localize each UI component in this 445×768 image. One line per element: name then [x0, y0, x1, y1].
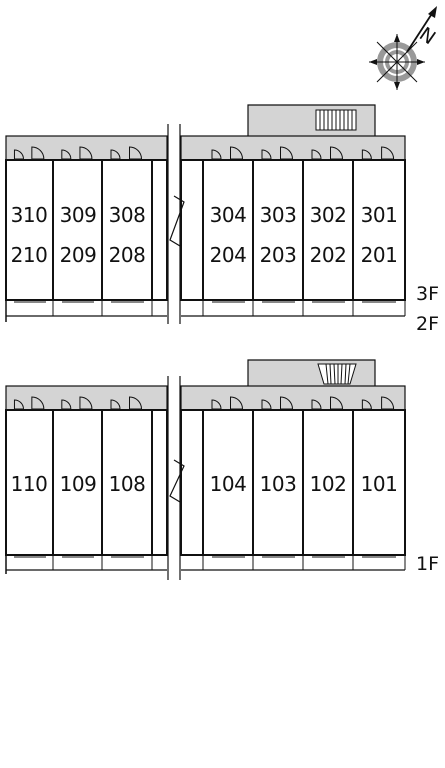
unit-label: 304	[210, 203, 247, 227]
door-icon	[381, 396, 395, 410]
door-icon	[381, 146, 395, 160]
unit-label: 108	[109, 472, 146, 496]
upper-floor-block	[5, 104, 406, 322]
floor-label-1f: 1F	[416, 553, 439, 575]
unit-label: 303	[260, 203, 297, 227]
unit-label: 301	[361, 203, 398, 227]
units-left	[5, 409, 168, 556]
door-icon	[129, 396, 142, 410]
door-icon	[230, 396, 243, 410]
corridor-left	[5, 385, 168, 411]
door-icon	[261, 399, 272, 410]
unit-labels-3f: 310 309 308 304 303 302 301	[11, 203, 398, 227]
door-icon	[110, 149, 121, 160]
door-icon	[330, 396, 343, 410]
unit-label: 309	[60, 203, 97, 227]
stair-icon	[317, 363, 357, 385]
door-icon	[361, 149, 372, 160]
unit-label: 102	[310, 472, 347, 496]
unit-label: 208	[109, 243, 146, 267]
door-icon	[31, 146, 45, 160]
unit-label: 210	[11, 243, 48, 267]
unit-label: 101	[361, 472, 398, 496]
north-arrow-compass-icon	[369, 6, 437, 90]
door-icon	[311, 399, 322, 410]
unit-label: 110	[11, 472, 48, 496]
unit-label: 104	[210, 472, 247, 496]
floor-label-2f: 2F	[416, 313, 439, 335]
corridor-right	[180, 385, 406, 411]
door-icon	[79, 146, 93, 160]
units-right	[180, 159, 406, 301]
break-mark-upper	[167, 124, 185, 324]
unit-label: 203	[260, 243, 297, 267]
door-icon	[311, 149, 322, 160]
door-icon	[129, 146, 142, 160]
unit-label: 302	[310, 203, 347, 227]
door-icon	[261, 149, 272, 160]
door-icon	[110, 399, 121, 410]
unit-label: 308	[109, 203, 146, 227]
unit-label: 201	[361, 243, 398, 267]
corridor-right	[180, 135, 406, 161]
break-mark-lower	[167, 376, 185, 580]
unit-labels-2f: 210 209 208 204 203 202 201	[11, 243, 398, 267]
door-icon	[361, 399, 372, 410]
unit-label: 204	[210, 243, 247, 267]
door-icon	[13, 149, 24, 160]
floor-label-3f: 3F	[416, 283, 439, 305]
lower-floor-block	[5, 359, 406, 574]
unit-label: 109	[60, 472, 97, 496]
north-label: N	[415, 23, 439, 49]
unit-label: 310	[11, 203, 48, 227]
unit-label: 202	[310, 243, 347, 267]
door-icon	[211, 399, 222, 410]
door-icon	[79, 396, 93, 410]
unit-label: 103	[260, 472, 297, 496]
door-icon	[31, 396, 45, 410]
door-icon	[211, 149, 222, 160]
door-icon	[280, 396, 293, 410]
unit-label: 209	[60, 243, 97, 267]
door-icon	[13, 399, 24, 410]
door-icon	[330, 146, 343, 160]
door-icons-lower	[13, 396, 395, 410]
units-left	[5, 159, 168, 301]
stair-icon	[315, 109, 357, 131]
door-icon	[280, 146, 293, 160]
door-icon	[61, 149, 72, 160]
door-icons-upper	[13, 146, 395, 160]
door-icon	[61, 399, 72, 410]
corridor-left	[5, 135, 168, 161]
unit-labels-1f: 110 109 108 104 103 102 101	[11, 472, 398, 496]
door-icon	[230, 146, 243, 160]
